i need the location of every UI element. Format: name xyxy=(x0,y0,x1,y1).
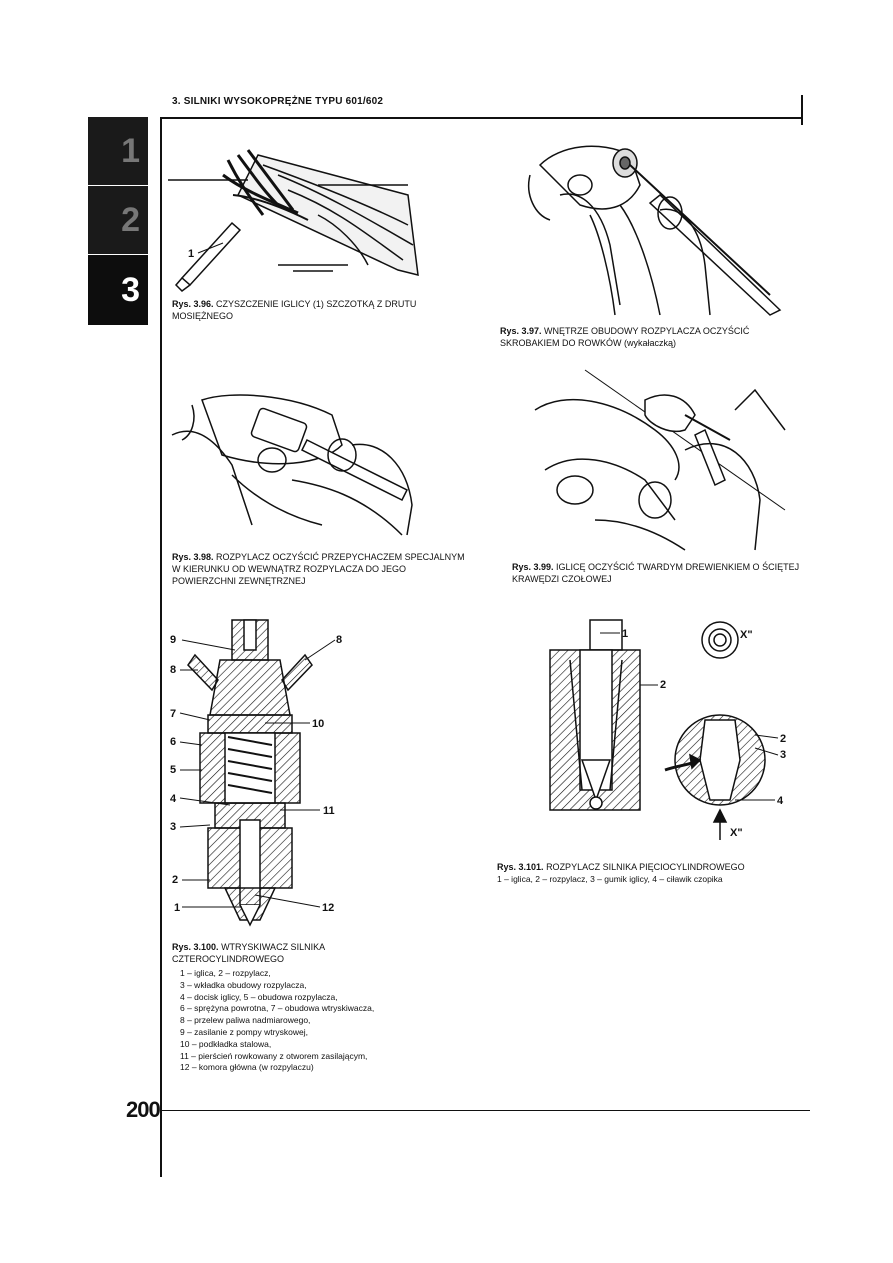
chapter-tab-2[interactable]: 2 xyxy=(88,186,148,254)
figure-3-100-label-5: 5 xyxy=(170,764,176,776)
figure-3-100-legend: 1 – iglica, 2 – rozpylacz, 3 – wkładka o… xyxy=(180,968,374,1074)
figure-3-96-number: Rys. 3.96. xyxy=(172,299,214,309)
figure-3-100-label-11: 11 xyxy=(323,805,335,817)
figure-3-101-caption: Rys. 3.101. ROZPYLACZ SILNIKA PIĘCIOCYLI… xyxy=(497,861,797,873)
figure-3-99-number: Rys. 3.99. xyxy=(512,562,554,572)
figure-3-100-number: Rys. 3.100. xyxy=(172,942,219,952)
figure-3-101-label-4: 4 xyxy=(777,795,784,807)
figure-3-97-number: Rys. 3.97. xyxy=(500,326,542,336)
figure-3-100-label-9: 9 xyxy=(170,634,176,646)
figure-3-101-label-x-bottom: X" xyxy=(730,827,743,839)
figure-3-99-text: IGLICĘ OCZYŚCIĆ TWARDYM DREWIENKIEM O ŚC… xyxy=(512,562,800,584)
figure-3-99-wooden-stick-illustration xyxy=(534,369,786,551)
figure-3-101-number: Rys. 3.101. xyxy=(497,862,544,872)
legend-line: 1 – iglica, 2 – rozpylacz, xyxy=(180,968,271,978)
figure-3-100-label-4: 4 xyxy=(170,793,177,805)
legend-line: 3 – wkładka obudowy rozpylacza, xyxy=(180,979,307,990)
figure-3-100-label-6: 6 xyxy=(170,736,176,748)
figure-3-101-label-x-top: X" xyxy=(740,629,753,641)
figure-3-96-brush-illustration: 1 xyxy=(168,149,419,292)
legend-line: 12 – komora główna (w rozpylaczu) xyxy=(180,1062,314,1073)
page-number: 200 xyxy=(126,1097,161,1122)
figure-3-100-label-3: 3 xyxy=(170,821,176,833)
figure-3-100-injector-diagram: 9 8 8 7 10 6 5 4 11 3 2 1 12 xyxy=(170,619,342,927)
figure-3-99-caption: Rys. 3.99. IGLICĘ OCZYŚCIĆ TWARDYM DREWI… xyxy=(512,561,802,585)
header-rule xyxy=(160,117,802,119)
figure-3-101-nozzle-diagram: 1 2 2 3 4 X" X" xyxy=(549,619,786,840)
figure-3-96-text: CZYSZCZENIE IGLICY (1) SZCZOTKĄ Z DRUTU … xyxy=(172,299,417,321)
figure-3-98-text: ROZPYLACZ OCZYŚCIĆ PRZEPYCHACZEM SPECJAL… xyxy=(172,552,465,586)
legend-line: 10 – podkładka stalowa, xyxy=(180,1038,272,1049)
chapter-tab-1[interactable]: 1 xyxy=(88,117,148,185)
figure-3-101-legend: 1 – iglica, 2 – rozpylacz, 3 – gumik igl… xyxy=(497,874,723,886)
figure-3-98-caption: Rys. 3.98. ROZPYLACZ OCZYŚCIĆ PRZEPYCHAC… xyxy=(172,551,472,587)
figure-3-101-label-1: 1 xyxy=(622,628,628,640)
right-frame-line xyxy=(801,95,803,125)
figure-3-101-label-2-detail: 2 xyxy=(780,733,786,745)
legend-line: 8 – przelew paliwa nadmiarowego, xyxy=(180,1015,311,1026)
left-frame-line xyxy=(160,117,162,1177)
figure-3-96-caption: Rys. 3.96. CZYSZCZENIE IGLICY (1) SZCZOT… xyxy=(172,298,462,322)
legend-line: 4 – docisk iglicy, 5 – obudowa rozpylacz… xyxy=(180,991,338,1002)
figure-3-100-label-12: 12 xyxy=(322,902,334,914)
figure-3-97-scraper-illustration xyxy=(528,145,782,316)
figure-3-100-text: WTRYSKIWACZ SILNIKA CZTEROCYLINDROWEGO xyxy=(172,942,325,964)
figure-3-100-label-8-right: 8 xyxy=(336,634,342,646)
figure-3-100-label-8-left: 8 xyxy=(170,664,176,676)
page-header-title: 3. SILNIKI WYSOKOPRĘŻNE TYPU 601/602 xyxy=(172,96,384,107)
legend-line: 11 – pierścień rowkowany z otworem zasil… xyxy=(180,1050,368,1061)
figure-3-100-label-7: 7 xyxy=(170,708,176,720)
figure-3-101-text: ROZPYLACZ SILNIKA PIĘCIOCYLINDROWEGO xyxy=(546,862,745,872)
chapter-tab-3[interactable]: 3 xyxy=(88,255,148,325)
legend-line: 6 – sprężyna powrotna, 7 – obudowa wtrys… xyxy=(180,1003,375,1014)
chapter-tabs: 1 2 3 xyxy=(88,117,148,326)
figure-3-100-label-10: 10 xyxy=(312,718,324,730)
legend-line: 1 – iglica, 2 – rozpylacz, 3 – gumik igl… xyxy=(497,874,723,884)
legend-line: 9 – zasilanie z pompy wtryskowej, xyxy=(180,1026,309,1037)
figure-3-101-label-2-main: 2 xyxy=(660,679,666,691)
figure-3-100-label-2: 2 xyxy=(172,874,178,886)
figure-3-97-text: WNĘTRZE OBUDOWY ROZPYLACZA OCZYŚCIĆ SKRO… xyxy=(500,326,750,348)
figure-3-100-caption: Rys. 3.100. WTRYSKIWACZ SILNIKA CZTEROCY… xyxy=(172,941,372,965)
figure-3-101-label-3: 3 xyxy=(780,749,786,761)
figure-3-98-pusher-illustration xyxy=(171,394,413,536)
figure-3-98-number: Rys. 3.98. xyxy=(172,552,214,562)
footer-rule xyxy=(160,1110,810,1111)
figure-3-96-label-1: 1 xyxy=(188,248,194,260)
figure-3-100-label-1: 1 xyxy=(174,902,180,914)
figure-3-97-caption: Rys. 3.97. WNĘTRZE OBUDOWY ROZPYLACZA OC… xyxy=(500,325,800,349)
